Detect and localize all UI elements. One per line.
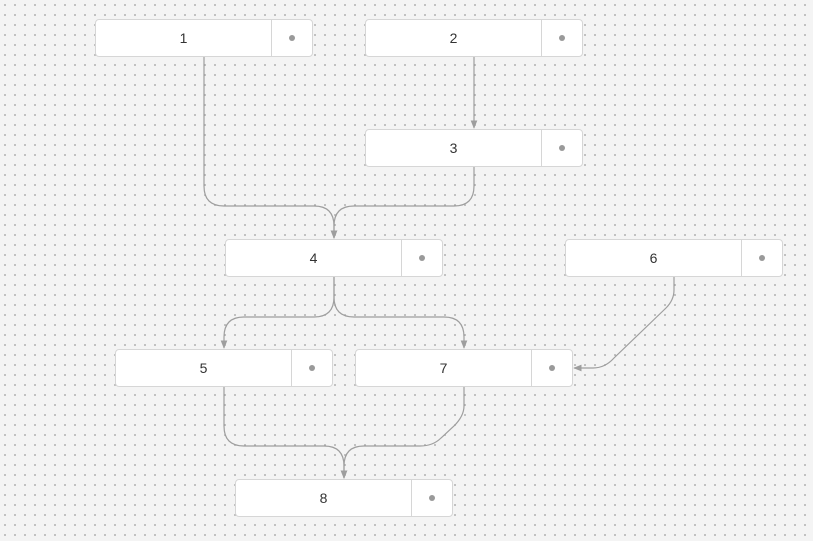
handle-dot-icon — [559, 35, 565, 41]
node-handle[interactable] — [291, 350, 332, 386]
handle-dot-icon — [289, 35, 295, 41]
edge-6-7[interactable] — [573, 277, 675, 372]
node-6[interactable]: 6 — [565, 239, 783, 277]
handle-dot-icon — [559, 145, 565, 151]
handle-dot-icon — [549, 365, 555, 371]
node-5[interactable]: 5 — [115, 349, 333, 387]
node-7[interactable]: 7 — [355, 349, 573, 387]
edge-5-8[interactable] — [223, 387, 348, 479]
node-1[interactable]: 1 — [95, 19, 313, 57]
node-label: 4 — [309, 250, 318, 266]
node-2[interactable]: 2 — [365, 19, 583, 57]
node-handle[interactable] — [411, 480, 452, 516]
node-label: 1 — [179, 30, 188, 46]
node-handle[interactable] — [541, 130, 582, 166]
node-3[interactable]: 3 — [365, 129, 583, 167]
edge-4-5[interactable] — [220, 277, 335, 349]
node-8[interactable]: 8 — [235, 479, 453, 517]
edge-7-8[interactable] — [340, 387, 465, 479]
handle-dot-icon — [309, 365, 315, 371]
node-handle[interactable] — [541, 20, 582, 56]
handle-dot-icon — [419, 255, 425, 261]
node-4[interactable]: 4 — [225, 239, 443, 277]
node-label: 2 — [449, 30, 458, 46]
node-label: 7 — [439, 360, 448, 376]
handle-dot-icon — [759, 255, 765, 261]
edge-3-4[interactable] — [330, 167, 475, 239]
node-handle[interactable] — [741, 240, 782, 276]
node-label: 8 — [319, 490, 328, 506]
node-handle[interactable] — [401, 240, 442, 276]
node-label: 3 — [449, 140, 458, 156]
edge-4-7[interactable] — [333, 277, 468, 349]
edge-1-4[interactable] — [203, 57, 338, 239]
node-handle[interactable] — [531, 350, 572, 386]
node-handle[interactable] — [271, 20, 312, 56]
node-label: 6 — [649, 250, 658, 266]
node-label: 5 — [199, 360, 208, 376]
handle-dot-icon — [429, 495, 435, 501]
